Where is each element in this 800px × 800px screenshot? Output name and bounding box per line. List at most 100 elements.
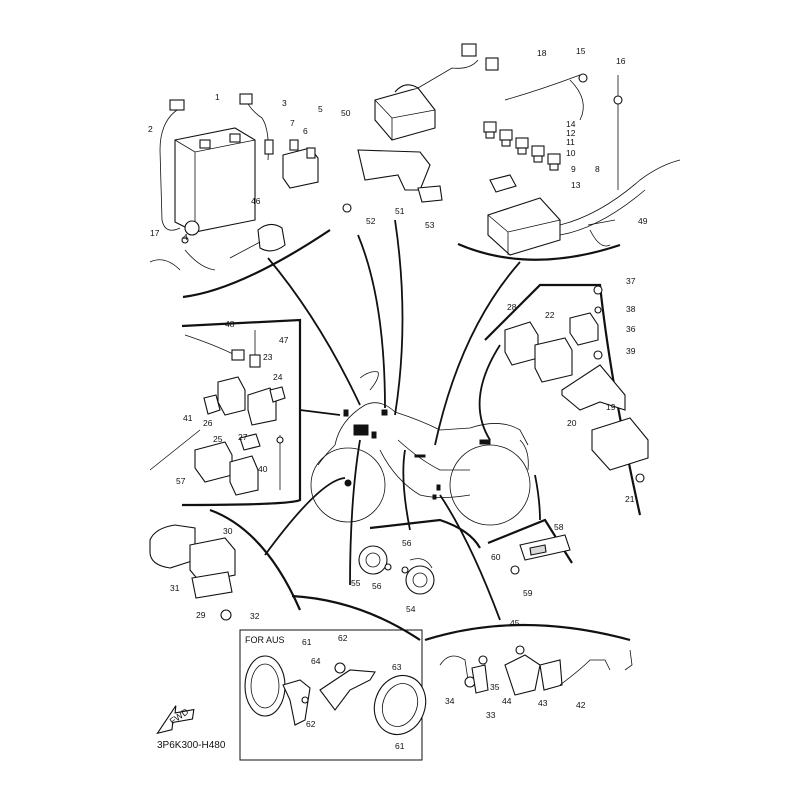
- callout-40: 40: [258, 464, 268, 474]
- callout-58: 58: [554, 522, 564, 532]
- callout-49: 49: [638, 216, 648, 226]
- callout-35: 35: [490, 682, 500, 692]
- cdi-bracket: [561, 364, 626, 411]
- battery-group: [149, 93, 319, 271]
- reference-code: 3P6K300-H480: [157, 740, 226, 751]
- callout-52: 52: [366, 216, 376, 226]
- ecu-group: [342, 43, 499, 213]
- callout-47: 47: [279, 335, 289, 345]
- ecu-bracket: [357, 149, 431, 191]
- battery: [174, 127, 256, 233]
- callout-50: 50: [341, 108, 351, 118]
- fuse-group: [483, 73, 681, 256]
- callout-37: 37: [626, 276, 636, 286]
- aus-reflector-group: [244, 655, 427, 736]
- group-border-bottom-left: [209, 508, 302, 611]
- callout-51: 51: [395, 206, 405, 216]
- reflector-group: [510, 534, 571, 575]
- horn-left: [358, 545, 388, 575]
- callout-20: 20: [567, 418, 577, 428]
- callout-5: 5: [318, 104, 323, 114]
- callout-39: 39: [626, 346, 636, 356]
- callout-19: 19: [606, 402, 616, 412]
- callout-56: 56: [372, 581, 382, 591]
- callout-64: 64: [311, 656, 321, 666]
- callout-42: 42: [576, 700, 586, 710]
- callout-25: 25: [213, 434, 223, 444]
- callout-22: 22: [545, 310, 555, 320]
- callout-36: 36: [626, 324, 636, 334]
- callout-10: 10: [566, 148, 576, 158]
- battery-lead: [159, 107, 181, 231]
- callout-61: 61: [302, 637, 312, 647]
- callout-41: 41: [183, 413, 193, 423]
- callout-56: 56: [402, 538, 412, 548]
- callout-24: 24: [273, 372, 283, 382]
- fwd-arrow-icon: FWD: [156, 705, 195, 735]
- relay-group-right: [504, 285, 649, 483]
- callout-57: 57: [176, 476, 186, 486]
- aus-reflector-right: [373, 674, 427, 736]
- callout-44: 44: [502, 696, 512, 706]
- callout-2: 2: [148, 124, 153, 134]
- callout-63: 63: [392, 662, 402, 672]
- motorcycle-outline: [310, 371, 531, 526]
- horn-right: [405, 565, 435, 595]
- callout-45: 45: [510, 618, 520, 628]
- callout-53: 53: [425, 220, 435, 230]
- callout-21: 21: [625, 494, 635, 504]
- callout-38: 38: [626, 304, 636, 314]
- group-border-bottom-center: [291, 594, 421, 641]
- callout-30: 30: [223, 526, 233, 536]
- leader-lines: [264, 219, 541, 621]
- callout-9: 9: [571, 164, 576, 174]
- bike-marker-horn: [344, 479, 352, 487]
- callout-13: 13: [571, 180, 581, 190]
- power-socket: [257, 223, 286, 252]
- callout-11: 11: [566, 137, 575, 147]
- callout-54: 54: [406, 604, 416, 614]
- callout-61: 61: [395, 741, 405, 751]
- callout-31: 31: [170, 583, 180, 593]
- horn-group: [358, 545, 435, 595]
- callout-14: 14: [566, 119, 576, 129]
- callout-15: 15: [576, 46, 586, 56]
- fwd-label: FWD: [168, 706, 191, 726]
- callout-59: 59: [523, 588, 533, 598]
- callout-46: 46: [251, 196, 261, 206]
- aus-box-title: FOR AUS: [245, 635, 285, 645]
- callout-18: 18: [537, 48, 547, 58]
- fuse-box: [487, 197, 561, 256]
- group-border-left-bracket: [181, 318, 302, 507]
- callout-33: 33: [486, 710, 496, 720]
- callout-16: 16: [616, 56, 626, 66]
- callout-1: 1: [215, 92, 220, 102]
- callout-26: 26: [203, 418, 213, 428]
- callout-29: 29: [196, 610, 206, 620]
- callout-8: 8: [595, 164, 600, 174]
- group-border-horn: [369, 518, 481, 549]
- callout-17: 17: [150, 228, 160, 238]
- switch-group: [439, 645, 633, 696]
- box-group-lower-left: [149, 524, 236, 621]
- callout-60: 60: [491, 552, 501, 562]
- callout-7: 7: [290, 118, 295, 128]
- callout-55: 55: [351, 578, 361, 588]
- callout-62: 62: [338, 633, 348, 643]
- relay-group-left: [149, 330, 286, 496]
- callout-6: 6: [303, 126, 308, 136]
- group-border-top-right: [457, 242, 621, 261]
- cdi-unit: [591, 417, 649, 471]
- callout-48: 48: [225, 319, 235, 329]
- group-border-top-left: [182, 229, 331, 299]
- callout-12: 12: [566, 128, 576, 138]
- callout-layer: 1234567891011121314151617181920212223242…: [148, 46, 648, 751]
- callout-3: 3: [282, 98, 287, 108]
- callout-23: 23: [263, 352, 273, 362]
- ecu-unit: [374, 87, 436, 141]
- bike-marker-relay: [353, 424, 369, 436]
- callout-34: 34: [445, 696, 455, 706]
- callout-62: 62: [306, 719, 316, 729]
